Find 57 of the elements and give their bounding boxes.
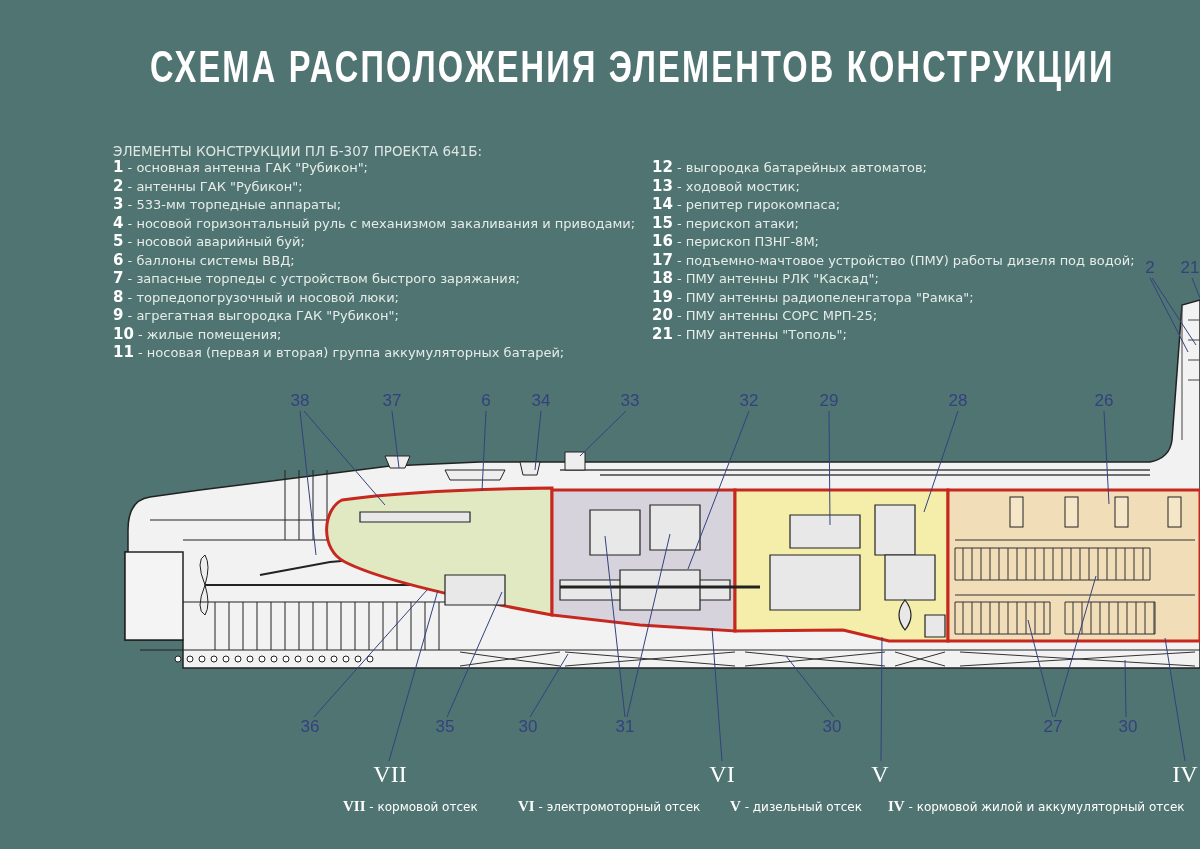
- legend-entry: 20 - ПМУ антенны СОРС МРП-25;: [652, 306, 878, 324]
- leader-line: [604, 535, 626, 718]
- leader-line: [1191, 277, 1200, 299]
- legend-entry: 6 - баллоны системы ВВД;: [113, 250, 295, 269]
- callout-numeral: VI: [709, 762, 735, 786]
- leader-line: [687, 410, 750, 570]
- leader-line: [923, 410, 959, 513]
- leader-line: [446, 591, 503, 718]
- leader-line: [711, 627, 723, 762]
- leader-line: [388, 589, 439, 762]
- leader-line: [391, 410, 400, 469]
- leader-line: [1164, 637, 1186, 762]
- legend-entry: 16 - перископ ПЗНГ-8М;: [652, 232, 819, 250]
- legend-entry: 1 - основная антенна ГАК "Рубикон";: [113, 158, 368, 176]
- leader-line: [626, 533, 671, 718]
- leader-line: [1027, 619, 1054, 718]
- legend-entry: 8 - торпедопогрузочный и носовой люки;: [113, 287, 399, 306]
- page-title: СХЕМА РАСПОЛОЖЕНИЯ ЭЛЕМЕНТОВ КОНСТРУКЦИИ: [150, 42, 1115, 92]
- compartment-legend-entry: VII - кормовой отсек: [343, 798, 478, 815]
- leader-line: [1103, 410, 1110, 505]
- leader-line: [828, 410, 831, 526]
- legend-entry: 18 - ПМУ антенны РЛК "Каскад";: [652, 269, 879, 287]
- leader-line: [1054, 575, 1097, 718]
- legend-entry: 21 - ПМУ антенны "Тополь";: [652, 324, 847, 343]
- legend-entry: 9 - агрегатная выгородка ГАК "Рубикон";: [113, 306, 399, 324]
- legend-entry: 13 - ходовой мостик;: [652, 176, 800, 195]
- leader-line: [785, 655, 835, 718]
- legend-entry: 10 - жилые помещения;: [113, 324, 282, 343]
- callout-numeral: V: [871, 762, 889, 786]
- compartment-legend-entry: V - дизельный отсек: [730, 798, 862, 815]
- list-heading: ЭЛЕМЕНТЫ КОНСТРУКЦИИ ПЛ Б-307 ПРОЕКТА 641Б:: [113, 143, 482, 159]
- legend-entry: 15 - перископ атаки;: [652, 213, 799, 232]
- legend-entry: 7 - запасные торпеды с устройством быстрого заряжания;: [113, 269, 520, 287]
- compartment-legend-entry: VI - электромоторный отсек: [518, 798, 701, 815]
- leader-line: [481, 410, 487, 492]
- leader-line: [1124, 659, 1127, 718]
- legend-entry: 5 - носовой аварийный буй;: [113, 232, 305, 250]
- leader-line: [299, 410, 317, 556]
- legend-entry: 2 - антенны ГАК "Рубикон";: [113, 176, 303, 195]
- legend-entry: 3- 533-мм торпедные аппараты;: [113, 195, 342, 213]
- leader-line: [529, 653, 569, 718]
- legend-entry: 4 - носовой горизонтальный руль с механизмом закаливания и приводами;: [113, 213, 636, 232]
- legend-entry: 12 - выгородка батарейных автоматов;: [652, 158, 927, 176]
- legend-entry: 14 - репитер гирокомпаса;: [652, 195, 841, 213]
- legend-entry: 17 - подъемно-мачтовое устройство (ПМУ) работы дизеля под водой;: [652, 250, 1135, 269]
- callout-numeral: VII: [373, 762, 407, 786]
- legend-entry: 19 - ПМУ антенны радиопеленгатора "Рамка";: [652, 287, 974, 306]
- leader-line: [303, 410, 386, 506]
- leader-line: [579, 410, 627, 457]
- leader-line: [534, 410, 542, 471]
- callout-numeral: IV: [1172, 762, 1198, 786]
- legend-entry: 11 - носовая (первая и вторая) группа аккумуляторных батарей;: [113, 343, 565, 361]
- compartment-legend-entry: IV - кормовой жилой и аккумуляторный отсек: [888, 798, 1185, 815]
- leader-line: [1151, 277, 1197, 346]
- leader-line: [880, 636, 883, 762]
- leader-line: [313, 589, 428, 718]
- leader-line: [1149, 277, 1189, 353]
